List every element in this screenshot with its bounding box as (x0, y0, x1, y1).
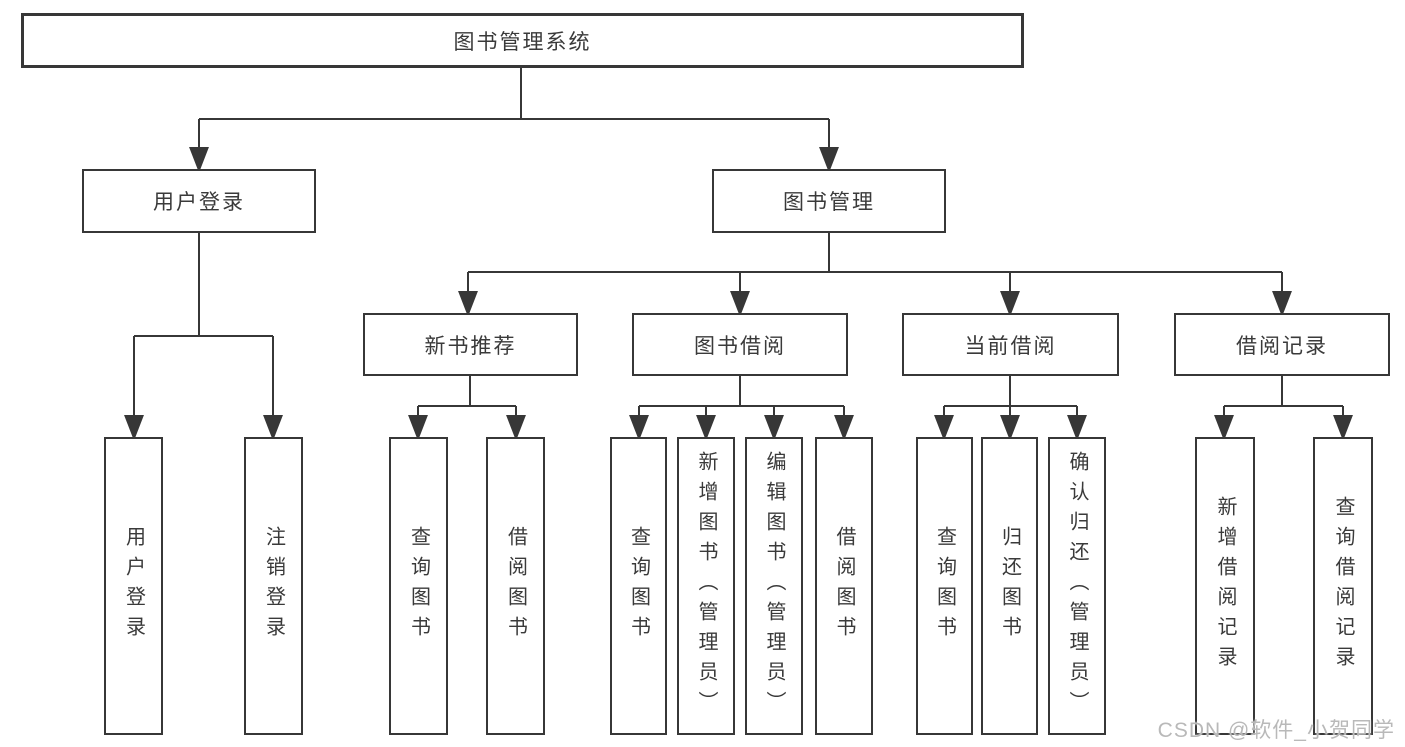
connector-userlogin-to-leaves (124, 233, 283, 441)
leaf-query-borrow-record: 查询借阅记录 (1313, 437, 1373, 735)
leaf-add-books-admin: 新增图书（管理员） (677, 437, 735, 735)
connector-records-to-leaves (1214, 376, 1353, 441)
leaf-borrow-books-recommend: 借阅图书 (486, 437, 545, 735)
leaf-logout-label: 注销登录 (262, 526, 285, 646)
leaf-query-books-current-label: 查询图书 (933, 526, 956, 646)
leaf-query-books-recommend: 查询图书 (389, 437, 448, 735)
node-new-book-recommend: 新书推荐 (363, 313, 578, 376)
leaf-add-borrow-record: 新增借阅记录 (1195, 437, 1255, 735)
node-book-management-label: 图书管理 (783, 191, 875, 214)
leaf-edit-books-admin-label: 编辑图书（管理员） (763, 451, 785, 721)
leaf-query-books-borrow: 查询图书 (610, 437, 667, 735)
leaf-add-books-admin-label: 新增图书（管理员） (695, 451, 717, 721)
leaf-borrow-books-recommend-label: 借阅图书 (504, 526, 527, 646)
node-user-login: 用户登录 (82, 169, 316, 233)
csdn-watermark: CSDN @软件_小贺同学 (1157, 719, 1395, 742)
node-borrow-records-label: 借阅记录 (1236, 334, 1328, 358)
leaf-user-login-label: 用户登录 (122, 526, 145, 646)
node-user-login-label: 用户登录 (153, 191, 245, 214)
leaf-borrow-books-label: 借阅图书 (833, 526, 855, 646)
node-borrow-records: 借阅记录 (1174, 313, 1390, 376)
node-book-borrow-label: 图书借阅 (694, 334, 786, 358)
leaf-query-borrow-record-label: 查询借阅记录 (1332, 496, 1354, 676)
node-book-borrow: 图书借阅 (632, 313, 848, 376)
leaf-query-books-current: 查询图书 (916, 437, 973, 735)
leaf-return-books-label: 归还图书 (998, 526, 1021, 646)
node-root-label: 图书管理系统 (453, 30, 592, 54)
leaf-user-login: 用户登录 (104, 437, 163, 735)
connector-borrow-to-leaves (629, 376, 854, 441)
connector-newbooks-to-leaves (408, 376, 526, 441)
leaf-logout: 注销登录 (244, 437, 303, 735)
leaf-confirm-return-admin-label: 确认归还（管理员） (1066, 451, 1088, 721)
node-root: 图书管理系统 (21, 13, 1024, 68)
connector-root-to-level1 (189, 68, 839, 173)
leaf-add-borrow-record-label: 新增借阅记录 (1214, 496, 1236, 676)
node-new-book-recommend-label: 新书推荐 (424, 334, 517, 358)
connector-bookmgmt-to-level2 (458, 233, 1292, 317)
leaf-edit-books-admin: 编辑图书（管理员） (745, 437, 803, 735)
node-book-management: 图书管理 (712, 169, 946, 233)
node-current-borrow-label: 当前借阅 (964, 334, 1057, 358)
leaf-query-books-borrow-label: 查询图书 (627, 526, 650, 646)
leaf-query-books-recommend-label: 查询图书 (407, 526, 430, 646)
leaf-return-books: 归还图书 (981, 437, 1038, 735)
connector-current-to-leaves (934, 376, 1087, 441)
leaf-confirm-return-admin: 确认归还（管理员） (1048, 437, 1106, 735)
leaf-borrow-books: 借阅图书 (815, 437, 873, 735)
node-current-borrow: 当前借阅 (902, 313, 1119, 376)
